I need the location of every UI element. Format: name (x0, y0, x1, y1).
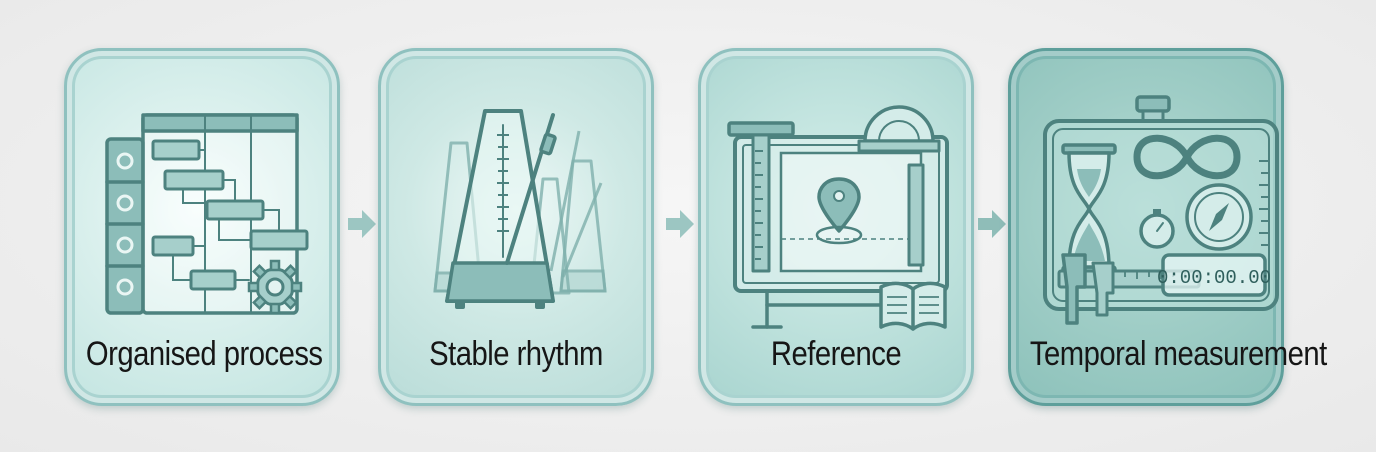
step-card-organised-process: Organised process (64, 48, 340, 406)
step-label: Organised process (85, 335, 323, 373)
step-label: Temporal measurement (1029, 335, 1327, 373)
step-card-reference: Reference (698, 48, 974, 406)
arrow-right-icon (666, 210, 694, 238)
step-label: Stable rhythm (429, 335, 603, 373)
step-card-temporal-measurement: 0:00:00.00 Temporal measurement (1008, 48, 1327, 406)
stopwatch-display: 0:00:00.00 (1157, 267, 1271, 289)
metronome-icon (433, 109, 607, 309)
arrow-right-icon (348, 210, 376, 238)
step-label: Reference (770, 335, 902, 373)
workflow-icon (105, 113, 309, 315)
step-card-stable-rhythm: Stable rhythm (378, 48, 654, 406)
drafting-table-icon (727, 105, 949, 331)
arrow-right-icon (978, 210, 1006, 238)
timing-instruments-icon: 0:00:00.00 (1043, 95, 1279, 325)
